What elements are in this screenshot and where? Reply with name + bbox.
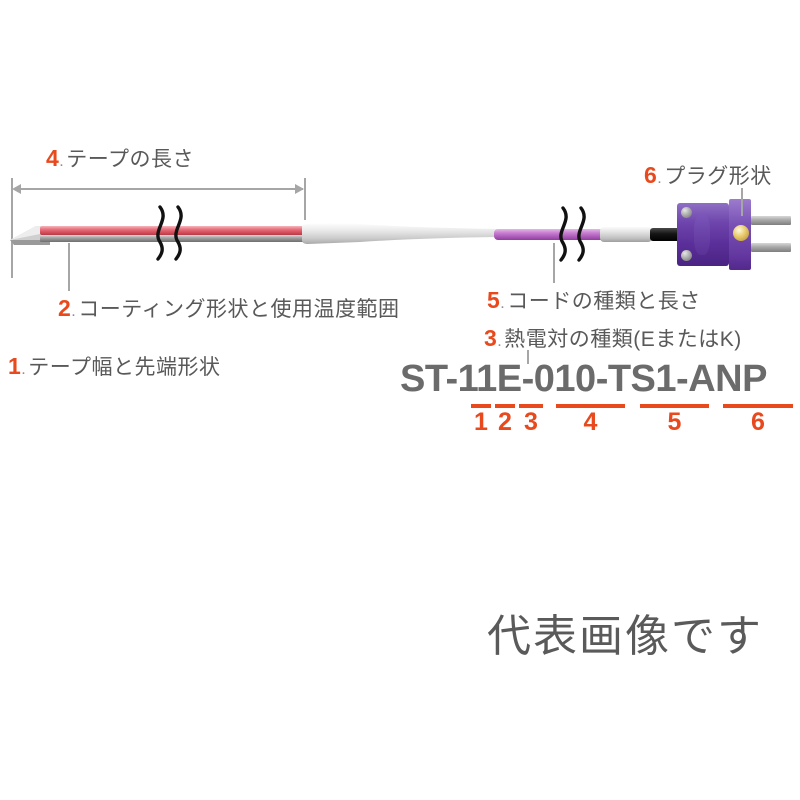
plug-pin-lower (751, 243, 791, 252)
callout-2-label: 2.コーティング形状と使用温度範囲 (58, 295, 400, 321)
callout-6-label: 6.プラグ形状 (644, 162, 772, 188)
callout-6-text: プラグ形状 (664, 165, 772, 188)
plug-polarity-marker (733, 225, 749, 241)
break-mark-tape-icon (156, 205, 183, 261)
segment-number-5: 5 (667, 408, 682, 436)
cable-ferrule (600, 227, 652, 242)
segment-number-4: 4 (583, 408, 598, 436)
cable-sheath (302, 223, 498, 244)
callout-3-number: 3 (484, 325, 498, 351)
segment-number-2: 2 (498, 408, 512, 436)
leader-line-5 (553, 243, 555, 283)
segment-underline-5 (640, 404, 709, 408)
callout-2-number: 2 (58, 295, 72, 321)
plug-screw-top (681, 207, 692, 218)
strain-relief-boot (650, 228, 680, 241)
callout-3-text: 熱電対の種類(EまたはK) (504, 328, 742, 351)
callout-4-text: テープの長さ (66, 148, 194, 171)
tape-coating-red (40, 226, 308, 235)
segment-underline-6 (723, 404, 793, 408)
dimension-arrow-right (295, 184, 304, 194)
callout-1-number: 1 (8, 353, 22, 379)
product-code-text: ST-11E-010-TS1-ANP (400, 358, 767, 400)
callout-5-label: 5.コードの種類と長さ (487, 287, 701, 313)
callout-2-text: コーティング形状と使用温度範囲 (78, 298, 400, 321)
cord-purple (494, 229, 604, 240)
segment-underline-3 (519, 404, 543, 408)
callout-4-label: 4.テープの長さ (46, 145, 194, 171)
leader-line-3 (527, 350, 529, 364)
segment-number-1: 1 (474, 408, 488, 436)
dimension-arrow-left (12, 184, 21, 194)
segment-underline-4 (556, 404, 625, 408)
tape-coating-gray (40, 235, 308, 242)
leader-line-2 (68, 243, 70, 291)
callout-1-label: 1.テープ幅と先端形状 (8, 353, 221, 379)
callout-6-number: 6 (644, 162, 658, 188)
dimension-span (14, 188, 303, 190)
callout-5-text: コードの種類と長さ (507, 290, 701, 313)
plug-pin-upper (751, 216, 791, 225)
leader-line-6 (741, 188, 743, 216)
dimension-tick-left (11, 178, 13, 278)
plug-body-relief (694, 214, 710, 255)
representative-image-note: 代表画像です (487, 612, 763, 661)
segment-underline-2 (495, 404, 515, 408)
callout-5-number: 5 (487, 287, 501, 313)
segment-number-3: 3 (524, 408, 538, 436)
dimension-tick-right (304, 178, 306, 220)
callout-4-number: 4 (46, 145, 60, 171)
segment-underline-1 (471, 404, 491, 408)
segment-number-6: 6 (751, 408, 765, 436)
break-mark-cord-icon (559, 206, 586, 262)
plug-screw-bottom (681, 250, 692, 261)
callout-3-label: 3.熱電対の種類(EまたはK) (484, 325, 742, 351)
callout-1-text: テープ幅と先端形状 (28, 356, 221, 379)
